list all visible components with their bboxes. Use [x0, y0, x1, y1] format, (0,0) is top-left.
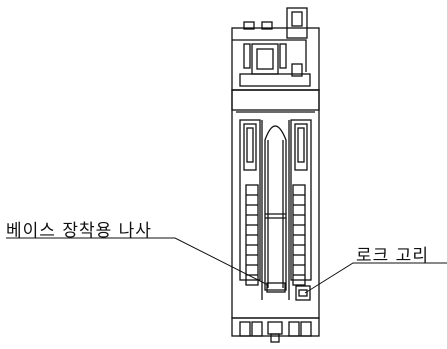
leader-lines [6, 237, 447, 294]
lock-hook-label: 로크 고리 [356, 246, 429, 266]
top-connector [231, 7, 320, 91]
mounting-screw-label: 베이스 장착용 나사 [6, 221, 152, 241]
mounting-screw-column [264, 125, 287, 293]
screw-leader-line [6, 237, 269, 286]
right-terminal-rail [288, 119, 312, 300]
bottom-connector [231, 317, 320, 343]
lock-hook [295, 285, 311, 301]
hook-leader-line [304, 262, 447, 294]
left-terminal-rail [239, 119, 263, 300]
